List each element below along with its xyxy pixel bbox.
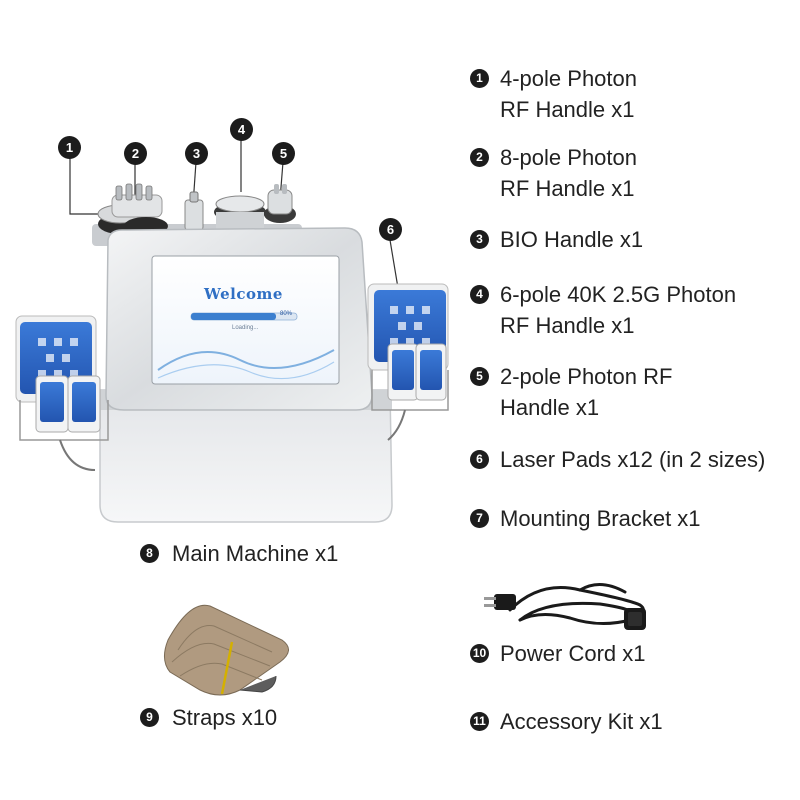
callout-2: 2	[124, 142, 147, 165]
item-number-badge: 11	[470, 712, 489, 731]
item-number-badge: 2	[470, 148, 489, 167]
screen-welcome-text: Welcome	[204, 285, 283, 303]
callout-1: 1	[58, 136, 81, 159]
item-number-badge: 4	[470, 285, 489, 304]
caption-main-machine: 8 Main Machine x1	[140, 539, 338, 569]
callout-5: 5	[272, 142, 295, 165]
callout-3: 3	[185, 142, 208, 165]
list-item-2-pole-handle: 5 2-pole Photon RF Handle x1	[470, 361, 672, 423]
laser-pads-left	[15, 315, 109, 471]
item-label: 4-pole Photon RF Handle x1	[500, 66, 637, 122]
list-item-bio-handle: 3 BIO Handle x1	[470, 224, 643, 255]
caption-number-badge: 8	[140, 544, 159, 563]
item-number-badge: 7	[470, 509, 489, 528]
item-label: 6-pole 40K 2.5G Photon RF Handle x1	[500, 282, 737, 338]
list-item-laser-pads: 6 Laser Pads x12 (in 2 sizes)	[470, 444, 765, 475]
item-label: Power Cord x1	[500, 641, 646, 666]
list-item-accessory-kit: 11 Accessory Kit x1	[470, 706, 663, 737]
caption-straps: 9 Straps x10	[140, 703, 277, 733]
item-number-badge: 10	[470, 644, 489, 663]
caption-number-badge: 9	[140, 708, 159, 727]
machine-base	[99, 389, 393, 523]
list-item-mounting-bracket: 7 Mounting Bracket x1	[470, 503, 701, 534]
screen-loading-text: Loading...	[232, 325, 259, 331]
item-number-badge: 1	[470, 69, 489, 88]
caption-label: Main Machine x1	[172, 541, 339, 566]
list-item-8-pole-handle: 2 8-pole Photon RF Handle x1	[470, 142, 637, 204]
item-label: 8-pole Photon RF Handle x1	[500, 145, 637, 201]
list-item-4-pole-handle: 1 4-pole Photon RF Handle x1	[470, 63, 637, 125]
list-item-power-cord: 10 Power Cord x1	[470, 638, 646, 669]
caption-label: Straps x10	[172, 705, 278, 730]
callout-6: 6	[379, 218, 402, 241]
laser-pads-right	[367, 283, 449, 441]
item-label: 2-pole Photon RF Handle x1	[500, 364, 673, 420]
item-label: Accessory Kit x1	[500, 709, 663, 734]
item-label: Laser Pads x12 (in 2 sizes)	[500, 447, 766, 472]
callout-leader-lines	[69, 140, 399, 289]
item-number-badge: 6	[470, 450, 489, 469]
item-number-badge: 5	[470, 367, 489, 386]
list-item-6-pole-handle: 4 6-pole 40K 2.5G Photon RF Handle x1	[470, 279, 736, 341]
item-label: Mounting Bracket x1	[500, 506, 701, 531]
screen-percent-text: 80%	[280, 311, 293, 317]
item-label: BIO Handle x1	[500, 227, 644, 252]
callout-4: 4	[230, 118, 253, 141]
item-number-badge: 3	[470, 230, 489, 249]
